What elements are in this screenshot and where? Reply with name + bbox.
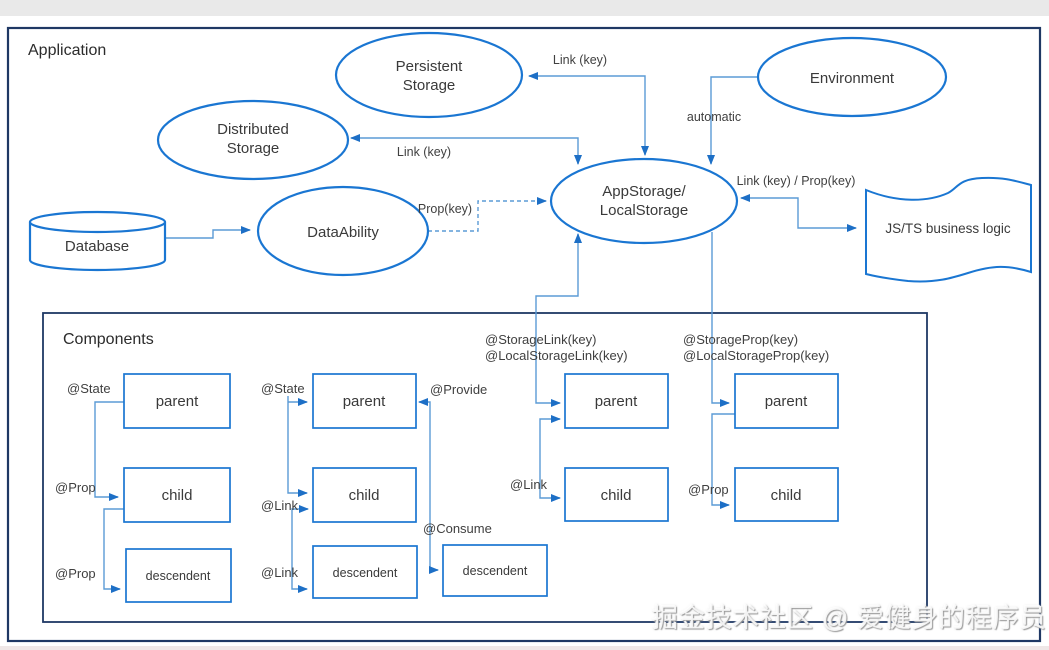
box-col2-descendent <box>312 545 418 599</box>
box-label-col3-child: child <box>601 487 632 504</box>
box-label-col1-descendent: descendent <box>146 569 211 583</box>
box-label-col4-parent: parent <box>765 393 808 410</box>
edge-provide-consume <box>418 398 439 574</box>
box-col1-descendent <box>125 548 232 603</box>
box-col1-child <box>123 467 231 523</box>
edge-col2-child-descendent <box>291 505 309 593</box>
box-label-col2-descendent: descendent <box>333 566 398 580</box>
box-label-col3-parent: parent <box>595 393 638 410</box>
edge-label-automatic: automatic <box>687 110 741 124</box>
edge-database-dataability <box>165 226 251 239</box>
appstorage-label-2: LocalStorage <box>600 202 688 219</box>
edge-appstorage-jsts <box>740 194 857 232</box>
edge-col4-parent-child-prop <box>711 413 735 509</box>
top-screen-strip <box>0 0 1049 16</box>
box-col2-parent <box>312 373 417 429</box>
edge-label-persistent-link: Link (key) <box>553 53 607 67</box>
edge-label-dataability-prop: Prop(key) <box>418 202 472 216</box>
edge-col1-child-descendent <box>103 508 124 593</box>
label-col1-state: @State <box>67 381 111 396</box>
node-appstorage-localstorage <box>549 157 739 245</box>
edge-storagelink-trunk <box>535 233 582 407</box>
label-col2-state: @State <box>261 381 305 396</box>
dataability-label: DataAbility <box>307 224 379 241</box>
bottom-screen-strip <box>0 646 1049 650</box>
node-dataability <box>256 185 430 277</box>
box-col3-child <box>564 467 669 522</box>
edge-label-link-prop: Link (key) / Prop(key) <box>737 174 856 188</box>
edge-col1-parent-child <box>94 401 124 501</box>
persistent-storage-label-1: Persistent <box>396 58 464 75</box>
label-col3-localstoragelink: @LocalStorageLink(key) <box>485 348 628 363</box>
box-label-col2-child: child <box>349 487 380 504</box>
environment-label: Environment <box>810 70 895 87</box>
jsts-label: JS/TS business logic <box>885 221 1011 236</box>
box-col3-parent <box>564 373 669 429</box>
persistent-storage-label-2: Storage <box>403 77 456 94</box>
edge-persistent-appstorage <box>528 72 649 156</box>
edge-label-distributed-link: Link (key) <box>397 145 451 159</box>
label-consume: @Consume <box>423 521 492 536</box>
distributed-storage-label-2: Storage <box>227 140 280 157</box>
edge-dataability-appstorage-dashed <box>428 197 547 232</box>
label-col1-prop-child: @Prop <box>55 480 96 495</box>
components-frame <box>42 312 928 623</box>
label-col4-storageprop: @StorageProp(key) <box>683 332 798 347</box>
edge-environment-appstorage <box>707 76 758 165</box>
appstorage-label-1: AppStorage/ <box>602 183 686 200</box>
box-label-consume-descendent: descendent <box>463 564 528 578</box>
label-col4-localstorageprop: @LocalStorageProp(key) <box>683 348 829 363</box>
node-persistent-storage <box>334 31 524 119</box>
label-col3-storagelink: @StorageLink(key) <box>485 332 596 347</box>
box-label-col1-parent: parent <box>156 393 199 410</box>
node-environment <box>756 36 948 118</box>
label-col1-prop-descendent: @Prop <box>55 566 96 581</box>
edge-col3-parent-child-link <box>539 415 561 502</box>
box-label-col4-child: child <box>771 487 802 504</box>
node-jsts-business-logic <box>865 176 1032 283</box>
database-label: Database <box>65 238 129 255</box>
edge-distributed-appstorage <box>350 134 582 165</box>
distributed-storage-label-1: Distributed <box>217 121 289 138</box>
box-col1-parent <box>123 373 231 429</box>
application-title: Application <box>28 42 106 59</box>
components-title: Components <box>63 331 154 348</box>
label-col3-link: @Link <box>510 477 548 492</box>
edge-storageprop-trunk <box>711 232 730 407</box>
label-col2-link-child: @Link <box>261 498 299 513</box>
label-col4-prop: @Prop <box>688 482 729 497</box>
box-col4-child <box>734 467 839 522</box>
box-consume-descendent <box>442 544 548 597</box>
label-col2-link-descendent: @Link <box>261 565 299 580</box>
box-col4-parent <box>734 373 839 429</box>
edge-col2-state-child <box>287 396 308 497</box>
box-label-col1-child: child <box>162 487 193 504</box>
label-provide: @Provide <box>430 382 487 397</box>
node-distributed-storage <box>156 99 350 181</box>
box-col2-child <box>312 467 417 523</box>
box-label-col2-parent: parent <box>343 393 386 410</box>
database-cylinder-top <box>28 210 167 234</box>
node-database <box>28 210 167 272</box>
database-cylinder-body <box>28 222 167 272</box>
